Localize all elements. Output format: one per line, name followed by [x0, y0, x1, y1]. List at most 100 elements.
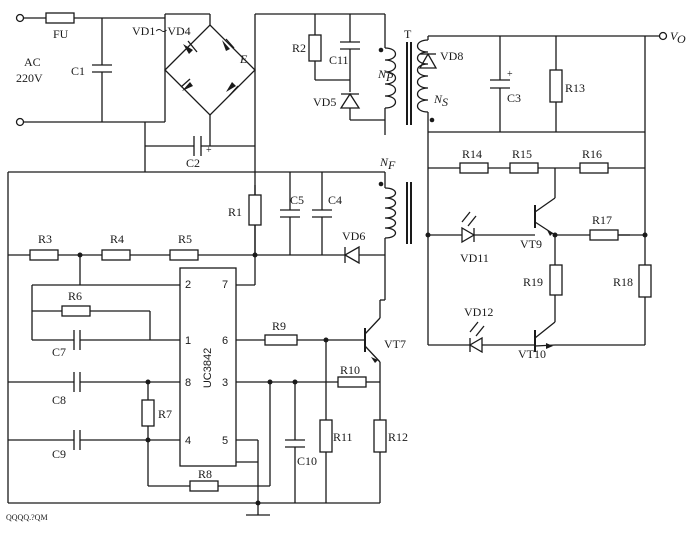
- capacitor-c1: [92, 18, 112, 122]
- resistor-r1: [248, 194, 262, 226]
- label-ac: AC: [24, 55, 41, 69]
- resistor-r17: [589, 229, 619, 241]
- secondary-winding-ns: [416, 39, 429, 113]
- diode-vd6: [343, 245, 360, 265]
- label-vd11: VD11: [460, 251, 489, 265]
- label-np: NP: [377, 67, 394, 84]
- resistor-r13: [549, 69, 563, 103]
- label-vd1-vd4: VD1～VD4: [132, 24, 191, 38]
- label-r8: R8: [198, 467, 212, 481]
- label-plus-c2: +: [206, 145, 212, 156]
- label-r1: R1: [228, 205, 242, 219]
- resistor-r11: [319, 419, 333, 453]
- label-c1: C1: [71, 64, 85, 78]
- label-r7: R7: [158, 407, 172, 421]
- label-vo: VO: [670, 29, 686, 46]
- resistor-r16: [579, 162, 609, 174]
- label-r10: R10: [340, 363, 360, 377]
- label-nf: NF: [379, 155, 396, 172]
- label-t: T: [404, 27, 412, 41]
- label-r15: R15: [512, 147, 532, 161]
- label-r16: R16: [582, 147, 602, 161]
- resistor-r6: [61, 305, 91, 317]
- label-ns: NS: [433, 92, 448, 109]
- label-c10: C10: [297, 454, 317, 468]
- label-pin6: 6: [222, 335, 228, 347]
- led-vd12: [428, 321, 535, 354]
- label-vt9: VT9: [520, 237, 542, 251]
- resistor-r15: [509, 162, 539, 174]
- ac-terminal-top: [15, 13, 25, 23]
- capacitor-c2: [144, 122, 255, 172]
- label-pin2: 2: [185, 279, 191, 291]
- label-e: E: [239, 52, 248, 66]
- resistor-r10: [337, 376, 367, 388]
- label-pin1: 1: [185, 335, 191, 347]
- transistor-vt10: [534, 321, 556, 352]
- label-r13: R13: [565, 81, 585, 95]
- output-terminal-vo: [658, 31, 668, 41]
- label-watermark: QQQQ.?QM: [6, 513, 48, 522]
- label-pin4: 4: [185, 435, 191, 447]
- label-vt10: VT10: [518, 347, 546, 361]
- label-r4: R4: [110, 232, 124, 246]
- label-c8: C8: [52, 393, 66, 407]
- primary-snubber: [308, 14, 385, 121]
- label-r2: R2: [292, 41, 306, 55]
- label-r9: R9: [272, 319, 286, 333]
- ac-terminal-bottom: [15, 117, 25, 127]
- label-vt7: VT7: [384, 337, 406, 351]
- label-fu: FU: [53, 27, 69, 41]
- resistor-r7: [141, 399, 155, 427]
- label-c5: C5: [290, 193, 304, 207]
- label-vd5: VD5: [313, 95, 336, 109]
- control-section: UC3842: [7, 232, 648, 516]
- label-r12: R12: [388, 430, 408, 444]
- label-r11: R11: [333, 430, 353, 444]
- label-c11: C11: [329, 53, 349, 67]
- resistor-r4: [101, 249, 131, 261]
- label-r17: R17: [592, 213, 612, 227]
- feedback-winding-nf: [384, 187, 397, 239]
- resistor-r19: [549, 264, 563, 296]
- label-pin3: 3: [222, 377, 228, 389]
- resistor-r14: [459, 162, 489, 174]
- transistor-vt9: [534, 197, 556, 236]
- label-r14: R14: [462, 147, 482, 161]
- resistor-r9: [264, 334, 298, 346]
- resistor-r8: [189, 480, 219, 492]
- label-c3: C3: [507, 91, 521, 105]
- resistor-r18: [638, 264, 652, 298]
- feedback-network: [427, 132, 652, 354]
- label-vd6: VD6: [342, 229, 365, 243]
- ic-uc3842: [179, 267, 237, 467]
- label-r6: R6: [68, 289, 82, 303]
- label-r3: R3: [38, 232, 52, 246]
- label-220v: 220V: [16, 71, 43, 85]
- label-vd12: VD12: [464, 305, 493, 319]
- label-c7: C7: [52, 345, 66, 359]
- aux-supply: [7, 171, 385, 490]
- label-c2: C2: [186, 156, 200, 170]
- primary-winding-np: [384, 47, 397, 109]
- transistor-vt7: [364, 255, 386, 382]
- resistor-r3: [29, 249, 59, 261]
- bridge-rectifier: [164, 13, 256, 146]
- led-vd11: [428, 211, 535, 244]
- resistor-r12: [373, 419, 387, 453]
- resistor-r2: [308, 34, 322, 62]
- label-pin7: 7: [222, 279, 228, 291]
- label-pin8: 8: [185, 377, 191, 389]
- resistor-r5: [169, 249, 199, 261]
- label-plus-c3: +: [507, 69, 513, 80]
- label-r5: R5: [178, 232, 192, 246]
- label-r19: R19: [523, 275, 543, 289]
- input-section: FU AC 220V C1: [15, 12, 385, 255]
- fuse-fu: [45, 12, 75, 24]
- secondary-output: [418, 31, 668, 133]
- label-c9: C9: [52, 447, 66, 461]
- label-c4: C4: [328, 193, 342, 207]
- label-ic: UC3842: [202, 348, 214, 388]
- label-r18: R18: [613, 275, 633, 289]
